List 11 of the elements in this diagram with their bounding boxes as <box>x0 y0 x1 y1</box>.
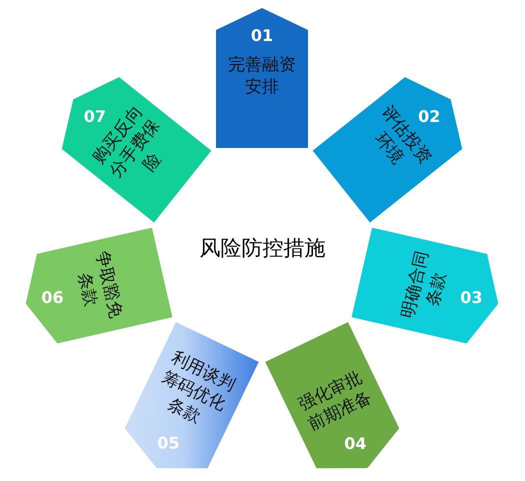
step-text: 争取豁免条款 <box>73 248 128 322</box>
center-title: 风险防控措施 <box>200 235 326 262</box>
step-text: 完善融资安排 <box>227 54 297 98</box>
step-number: 01 <box>250 26 274 45</box>
step-number: 05 <box>158 434 180 453</box>
step-number: 06 <box>42 288 64 308</box>
step-number: 02 <box>418 106 441 126</box>
step-number: 07 <box>83 106 106 126</box>
step-number: 03 <box>460 288 482 308</box>
step-text: 明确合同条款 <box>396 248 451 322</box>
step-text: 利用谈判筹码优化条款 <box>158 346 240 430</box>
